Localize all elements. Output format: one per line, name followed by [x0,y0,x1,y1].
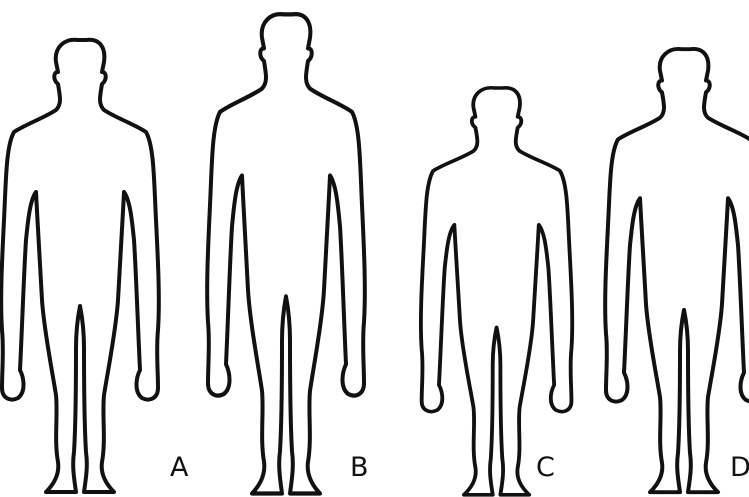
figure-b: B [207,14,368,493]
figure-a-silhouette [1,40,159,492]
figure-b-silhouette [207,14,365,493]
figure-c: C [421,88,572,495]
figure-d-label: D [730,452,749,483]
figure-d: D [605,49,749,492]
figure-a-label: A [170,452,189,483]
figure-d-silhouette [605,49,749,492]
figure-c-silhouette [421,88,572,495]
figure-b-label: B [350,452,369,483]
figure-c-label: C [536,452,555,483]
figure-a: A [1,40,189,492]
